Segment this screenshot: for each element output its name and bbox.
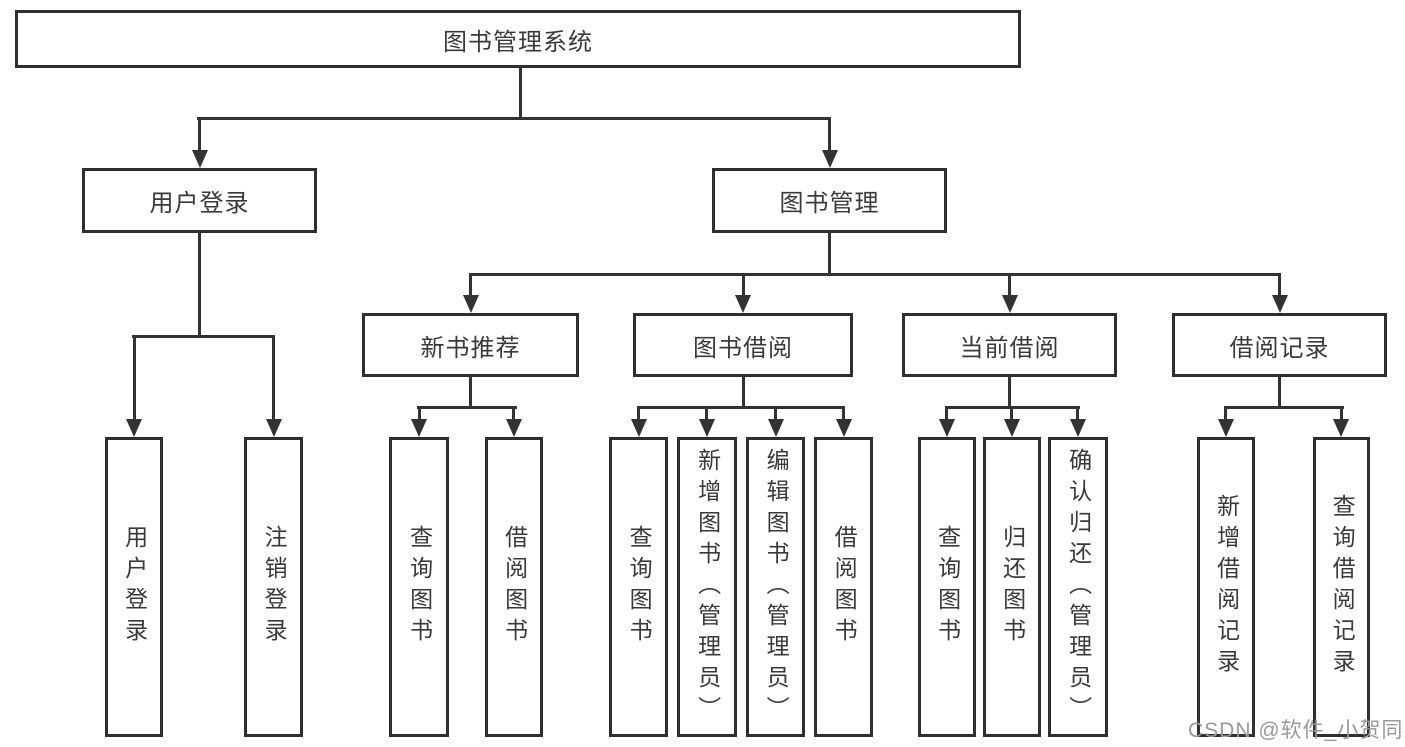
connector-line (828, 233, 831, 273)
connector-line (842, 406, 845, 424)
leaf-user-login: 用户登录 (105, 437, 163, 737)
connector-line (705, 406, 708, 424)
connector-line (945, 406, 948, 424)
arrowhead-down-icon (735, 295, 751, 313)
arrowhead-down-icon (126, 419, 142, 437)
arrowhead-down-icon (767, 419, 784, 437)
node-book-management: 图书管理 (712, 168, 947, 233)
connector-line (198, 233, 201, 335)
connector-line (1008, 273, 1011, 299)
leaf-query-books-recommend: 查询图书 (389, 437, 449, 737)
connector-line (1278, 273, 1281, 299)
connector-line (417, 406, 517, 409)
connector-line (469, 377, 472, 406)
leaf-label: 编辑图书（管理员） (763, 447, 790, 727)
leaf-query-borrow-record: 查询借阅记录 (1313, 437, 1370, 737)
leaf-label: 借阅图书 (501, 525, 528, 649)
connector-line (1076, 406, 1079, 424)
leaf-logout: 注销登录 (244, 437, 303, 737)
connector-line (742, 273, 745, 299)
arrowhead-down-icon (835, 419, 852, 437)
leaf-label: 用户登录 (121, 525, 148, 649)
node-borrow-records: 借阅记录 (1172, 313, 1387, 377)
leaf-borrow-books-recommend: 借阅图书 (485, 437, 543, 737)
leaf-label: 新增图书（管理员） (694, 447, 721, 727)
leaf-add-books-admin: 新增图书（管理员） (677, 437, 737, 737)
arrowhead-down-icon (1070, 419, 1086, 437)
arrowhead-down-icon (1004, 419, 1020, 437)
connector-line (133, 335, 136, 423)
connector-line (469, 273, 472, 299)
leaf-add-borrow-record: 新增借阅记录 (1197, 437, 1255, 737)
connector-line (512, 406, 515, 424)
arrowhead-down-icon (506, 419, 522, 437)
leaf-confirm-return-admin: 确认归还（管理员） (1048, 437, 1108, 737)
arrowhead-down-icon (1218, 419, 1234, 437)
connector-line (198, 117, 201, 156)
node-current-borrow: 当前借阅 (902, 313, 1117, 377)
connector-line (1224, 406, 1344, 409)
connector-line (197, 117, 831, 120)
node-new-book-recommend: 新书推荐 (362, 313, 579, 377)
connector-line (1010, 406, 1013, 424)
leaf-label: 注销登录 (261, 525, 288, 649)
connector-line (132, 335, 275, 338)
leaf-label: 查询图书 (406, 525, 433, 649)
connector-line (418, 406, 421, 424)
leaf-label: 归还图书 (999, 525, 1026, 649)
node-root-library-system: 图书管理系统 (15, 10, 1021, 68)
connector-line (742, 377, 745, 406)
arrowhead-down-icon (821, 150, 838, 168)
arrowhead-down-icon (265, 419, 282, 437)
arrowhead-down-icon (191, 150, 208, 168)
connector-line (1278, 377, 1281, 406)
arrowhead-down-icon (411, 419, 427, 437)
connector-line (774, 406, 777, 424)
connector-line (1008, 377, 1011, 406)
leaf-label: 查询图书 (626, 525, 653, 649)
connector-line (519, 68, 522, 117)
arrowhead-down-icon (1271, 295, 1288, 313)
leaf-return-books: 归还图书 (983, 437, 1041, 737)
node-book-borrow: 图书借阅 (633, 313, 853, 377)
leaf-label: 新增借阅记录 (1213, 494, 1240, 680)
leaf-label: 查询图书 (934, 525, 961, 649)
connector-line (828, 117, 831, 156)
watermark-text: CSDN @软件_小贺同学 (1188, 719, 1405, 742)
arrowhead-down-icon (699, 419, 715, 437)
leaf-label: 确认归还（管理员） (1065, 447, 1092, 727)
leaf-label: 查询借阅记录 (1329, 494, 1356, 680)
connector-line (637, 406, 845, 409)
arrowhead-down-icon (939, 419, 955, 437)
leaf-borrow-books: 借阅图书 (814, 437, 873, 737)
arrowhead-down-icon (630, 419, 647, 437)
node-user-login: 用户登录 (82, 168, 317, 233)
connector-line (469, 273, 1281, 276)
connector-line (637, 406, 640, 424)
leaf-query-books-current: 查询图书 (918, 437, 976, 737)
arrowhead-down-icon (1001, 295, 1018, 313)
connector-line (272, 335, 275, 423)
leaf-edit-books-admin: 编辑图书（管理员） (746, 437, 805, 737)
leaf-label: 借阅图书 (831, 525, 858, 649)
arrowhead-down-icon (462, 295, 479, 313)
connector-line (1224, 406, 1227, 424)
connector-line (1340, 406, 1343, 424)
leaf-query-books-borrow: 查询图书 (609, 437, 668, 737)
arrowhead-down-icon (1333, 419, 1349, 437)
